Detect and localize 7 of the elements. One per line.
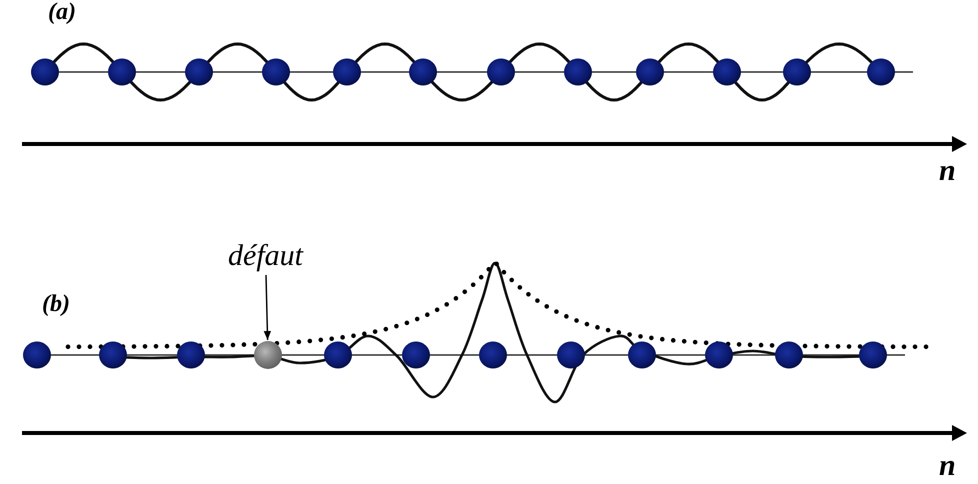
panel-label: (b) xyxy=(42,292,70,316)
panel-label: (a) xyxy=(48,0,76,24)
axis-label: n xyxy=(939,156,956,186)
leader-arrow xyxy=(264,274,272,340)
defect-label: défaut xyxy=(228,241,303,271)
defect-atom xyxy=(254,341,282,369)
axis-label: n xyxy=(939,451,956,481)
